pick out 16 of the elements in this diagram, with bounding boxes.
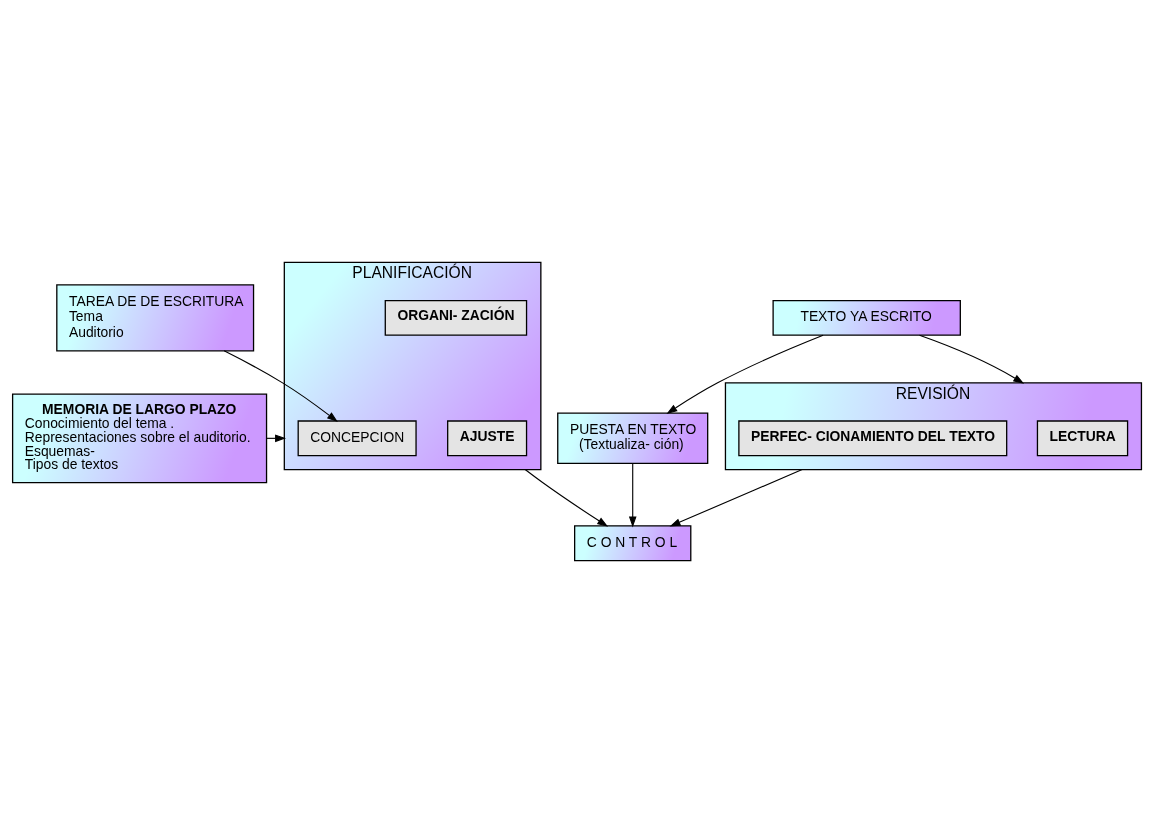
- node-box: AJUSTE: [447, 419, 528, 456]
- arrow: [628, 462, 637, 527]
- arrow: [666, 334, 824, 414]
- node-box: TEXTO YA ESCRITO: [772, 299, 961, 336]
- node-box: PUESTA EN TEXTO (Textualiza- ción): [557, 412, 709, 464]
- arrow: [918, 334, 1025, 384]
- node-box: C O N T R O L: [574, 524, 692, 561]
- arrow: [669, 468, 803, 526]
- node-box: ORGANI- ZACIÓN: [384, 299, 528, 336]
- arrow: [524, 468, 609, 527]
- node-box: TAREA DE DE ESCRITURA Tema Auditorio: [56, 283, 255, 351]
- node-box: MEMORIA DE LARGO PLAZO Conocimiento del tema . Representaciones sobre el auditorio. Esquemas- Tipos de textos: [11, 393, 268, 483]
- node-box: CONCEPCION: [297, 419, 417, 456]
- arrow: [223, 349, 338, 422]
- node-box: LECTURA: [1036, 419, 1129, 456]
- node-box: PERFEC- CIONAMIENTO DEL TEXTO: [738, 419, 1008, 456]
